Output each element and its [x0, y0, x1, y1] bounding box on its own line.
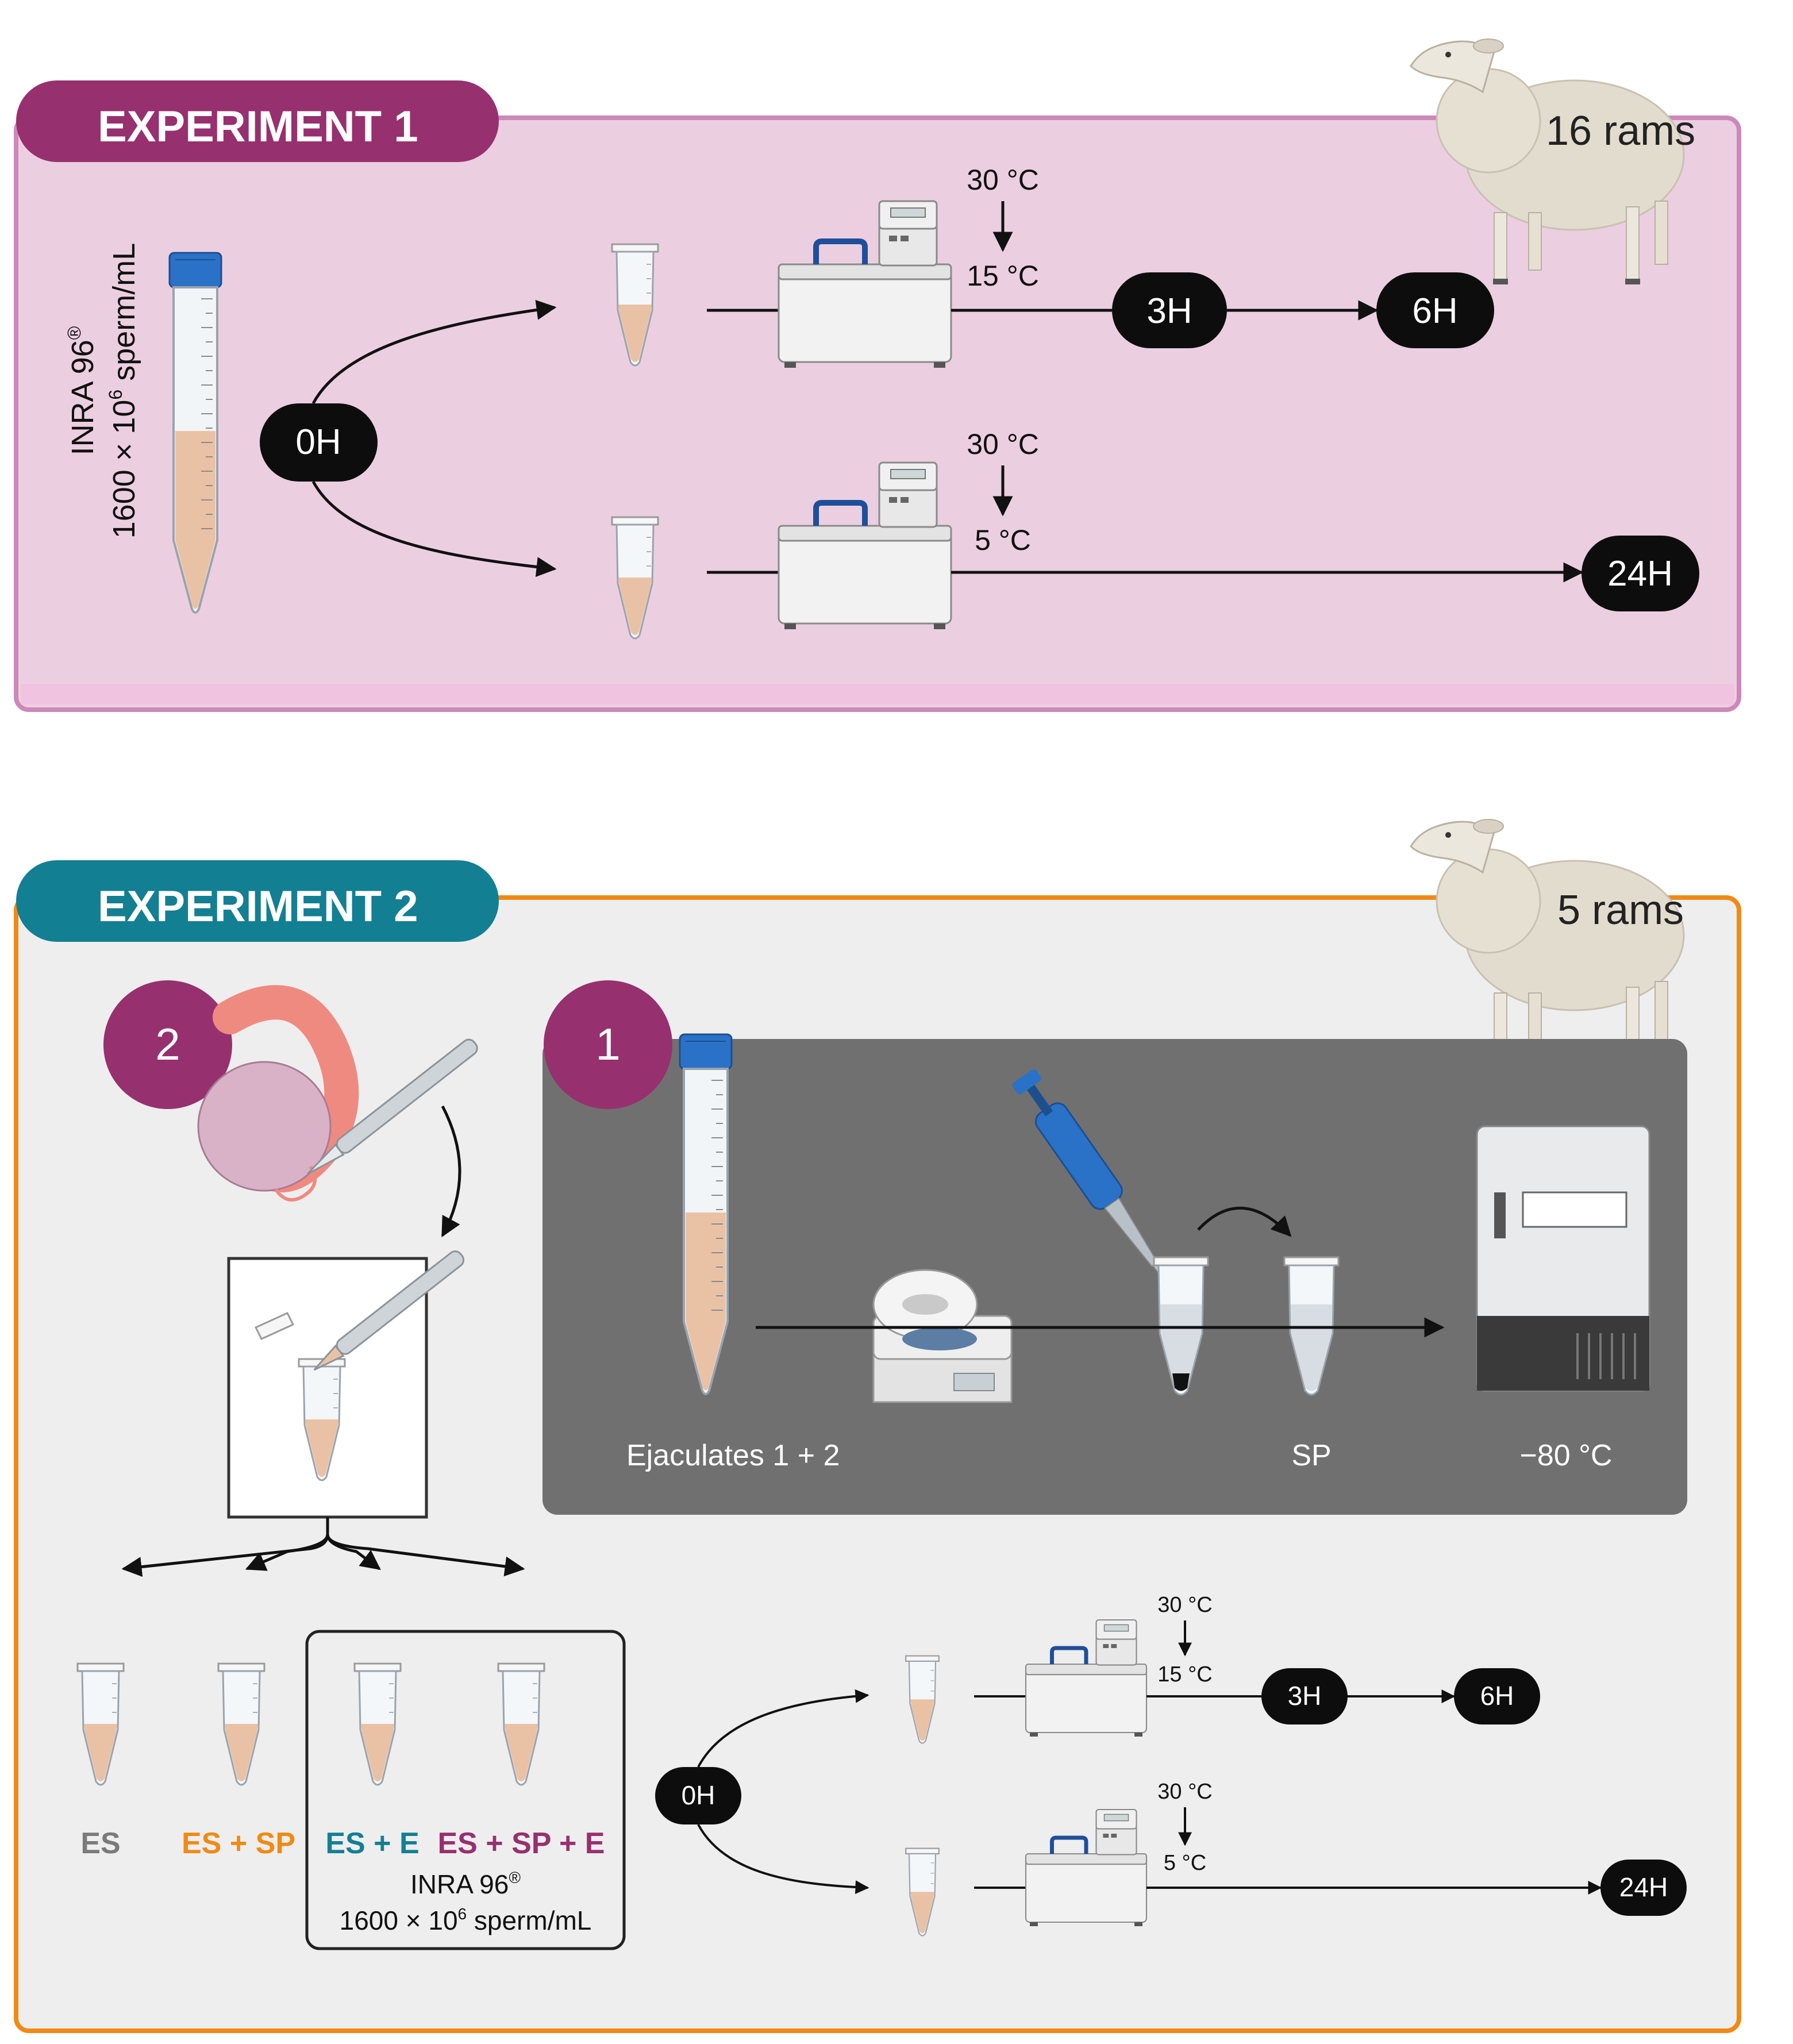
group-label-es: ES — [80, 1827, 120, 1860]
ejaculates-label: Ejaculates 1 + 2 — [626, 1439, 840, 1472]
time-24h: 24H — [1619, 1872, 1668, 1902]
branch-arrow-bottom — [697, 1824, 869, 1895]
inra-label-line1: INRA 96® — [410, 1869, 521, 1899]
step-2-badge — [103, 980, 232, 1109]
temp-to-bottom: 5 °C — [1164, 1851, 1206, 1875]
experiment-1-section: EXPERIMENT 1 16 rams INRA 96® 1600 × 106… — [14, 38, 1741, 712]
inra-extender-box — [305, 1630, 626, 1950]
step-1-number: 1 — [595, 1019, 620, 1069]
temp-to-bottom: 5 °C — [975, 524, 1031, 556]
temp-to-top: 15 °C — [967, 260, 1039, 292]
experiment-1-panel — [14, 116, 1741, 712]
start-time-label: 0H — [682, 1780, 715, 1810]
experiment-2-section: EXPERIMENT 2 5 rams 2 1 — [14, 818, 1741, 2033]
experiment-2-title: EXPERIMENT 2 — [98, 882, 418, 931]
time-6h: 6H — [1412, 291, 1457, 331]
temp-from-top: 30 °C — [1157, 1593, 1212, 1617]
experiment-2-banner — [16, 860, 499, 942]
tube-label: INRA 96® 1600 × 106 sperm/mL — [64, 243, 141, 539]
experiment-1-banner — [16, 80, 499, 162]
transfer-arrow — [1197, 1206, 1292, 1237]
conical-tube-icon — [679, 1033, 733, 1395]
freezer-temp-label: −80 °C — [1519, 1439, 1612, 1472]
start-time-pill — [260, 403, 378, 482]
svg-text:1600 × 106 sperm/mL: 1600 × 106 sperm/mL — [105, 243, 141, 539]
start-time-pill — [655, 1767, 741, 1824]
time-6h: 6H — [1480, 1681, 1514, 1711]
step-2-number: 2 — [155, 1019, 180, 1069]
time-pill-6h — [1454, 1668, 1540, 1724]
step-1-panel — [542, 1039, 1687, 1515]
inra-label-line2: 1600 × 106 sperm/mL — [340, 1905, 592, 1935]
freezer-icon — [1476, 1125, 1650, 1392]
branch-arrow-top — [311, 299, 557, 405]
time-pill-24h — [1600, 1860, 1687, 1916]
conical-tube-icon — [168, 252, 222, 614]
time-pill-6h — [1376, 272, 1494, 348]
testis-dissection-icon — [197, 985, 478, 1202]
rams-count: 5 rams — [1557, 887, 1684, 933]
group-label-es-sp: ES + SP — [182, 1827, 295, 1860]
group-label-es-sp-e: ES + SP + E — [437, 1827, 605, 1860]
start-time-label: 0H — [295, 422, 341, 462]
branch-arrow-bottom — [311, 480, 557, 578]
time-pill-3h — [1261, 1668, 1348, 1724]
time-3h: 3H — [1146, 291, 1192, 331]
temp-to-top: 15 °C — [1157, 1662, 1212, 1687]
temp-from-bottom: 30 °C — [967, 428, 1039, 460]
time-pill-24h — [1582, 536, 1699, 611]
branch-arrow-top — [697, 1689, 869, 1768]
flow-arrow-dissection — [441, 1105, 461, 1238]
group-label-es-e: ES + E — [325, 1827, 419, 1860]
experiment-1-title: EXPERIMENT 1 — [98, 102, 418, 151]
step-1-badge — [544, 980, 672, 1109]
time-24h: 24H — [1607, 554, 1673, 594]
time-3h: 3H — [1288, 1681, 1322, 1711]
sp-label: SP — [1291, 1439, 1331, 1472]
rams-count: 16 rams — [1546, 108, 1695, 154]
svg-text:INRA 96®: INRA 96® — [64, 326, 100, 455]
temp-from-bottom: 30 °C — [1157, 1780, 1212, 1804]
time-pill-3h — [1112, 272, 1227, 348]
opened-microtube-icon — [254, 1250, 465, 1481]
temp-from-top: 30 °C — [967, 164, 1039, 196]
